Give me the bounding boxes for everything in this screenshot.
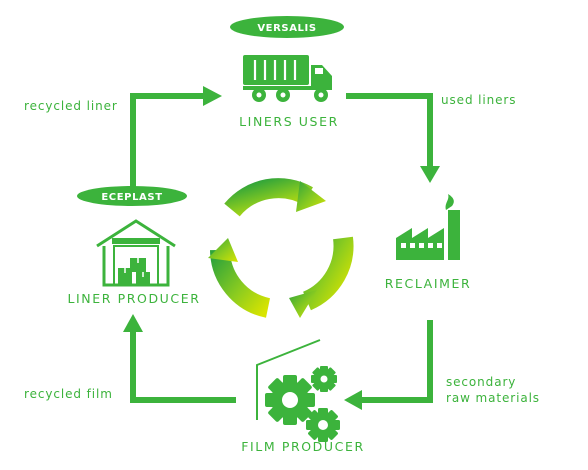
node-liner-producer: LINER PRODUCER — [67, 219, 200, 306]
versalis-badge: VERSALIS — [230, 16, 344, 38]
node-liners-user: LINERS USER — [239, 55, 339, 129]
arrow-secondary-head — [344, 390, 362, 410]
versalis-badge-label: VERSALIS — [257, 23, 316, 34]
gears-icon — [256, 339, 340, 442]
arrow-used-liners-head — [420, 166, 440, 183]
reclaimer-label: RECLAIMER — [385, 276, 472, 291]
truck-icon — [243, 55, 332, 102]
liners-user-label: LINERS USER — [239, 114, 339, 129]
secondary-label-line2: raw materials — [446, 391, 540, 405]
secondary-label-line1: secondary — [446, 375, 516, 389]
arrow-used-liners — [346, 93, 433, 168]
eceplast-badge: ECEPLAST — [77, 186, 187, 206]
eceplast-badge-label: ECEPLAST — [101, 192, 162, 203]
arrow-recycled-film — [130, 330, 236, 403]
recycled-film-label: recycled film — [24, 387, 113, 401]
arrow-secondary-raw-materials — [360, 320, 433, 403]
factory-icon — [396, 194, 460, 260]
recycle-cycle-icon — [210, 178, 354, 318]
recycled-liner-label: recycled liner — [24, 99, 118, 113]
film-producer-label: FILM PRODUCER — [241, 439, 365, 454]
liner-producer-label: LINER PRODUCER — [67, 291, 200, 306]
arrow-recycled-liner — [130, 93, 205, 190]
used-liners-label: used liners — [441, 93, 516, 107]
recycle-arrowheads — [208, 181, 326, 318]
arrow-recycled-film-head — [123, 314, 143, 332]
arrow-recycled-liner-head — [203, 86, 222, 106]
node-reclaimer: RECLAIMER — [385, 194, 472, 291]
node-film-producer: FILM PRODUCER — [241, 339, 365, 454]
warehouse-icon — [96, 219, 176, 287]
